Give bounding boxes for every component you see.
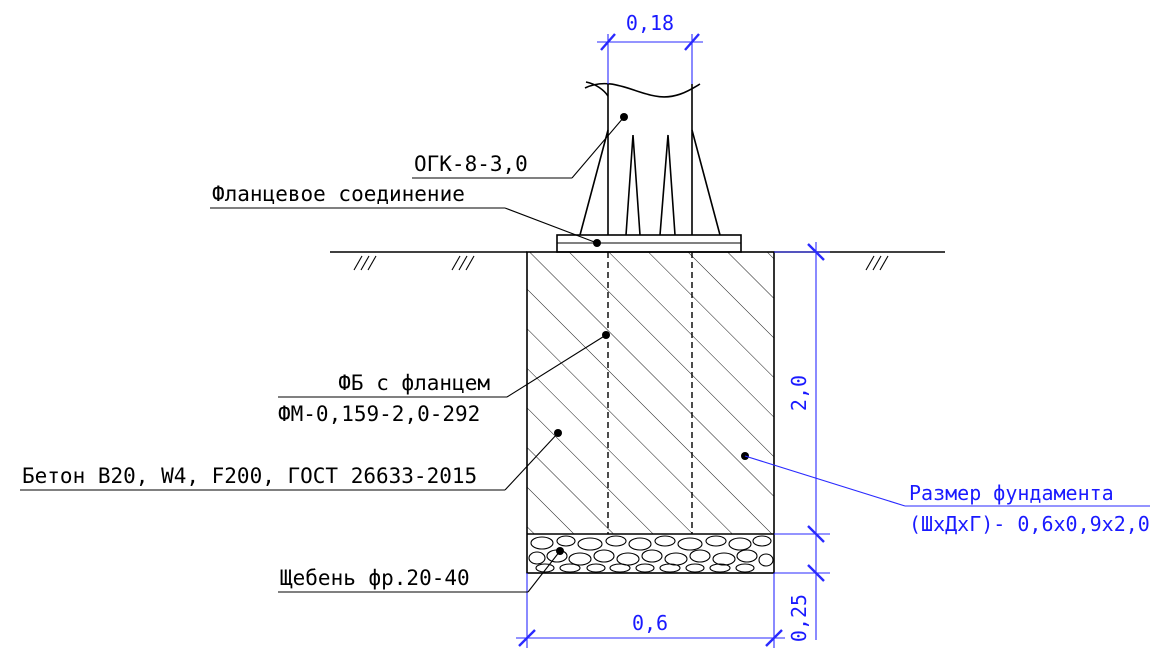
label-foundation-size-line1: Размер фундамента xyxy=(909,481,1114,505)
dim-pole-width xyxy=(597,33,703,84)
leader-concrete xyxy=(20,429,562,491)
foundation-block xyxy=(526,251,775,574)
dim-gravel-label: 0,25 xyxy=(787,594,811,642)
gravel-layer xyxy=(528,535,774,573)
ground-hatch-right xyxy=(865,255,889,271)
dim-depth-label: 2,0 xyxy=(787,375,811,411)
dim-width-label: 0,6 xyxy=(632,611,668,635)
leader-pole xyxy=(412,113,628,179)
label-flange-joint: Фланцевое соединение xyxy=(212,182,465,206)
flange-plate xyxy=(556,234,742,253)
dim-pole-width-label: 0,18 xyxy=(626,11,674,35)
pole xyxy=(579,81,721,236)
label-pole: ОГК-8-3,0 xyxy=(414,152,528,176)
ground-hatch-left xyxy=(353,255,377,271)
label-gravel: Щебень фр.20-40 xyxy=(280,566,470,590)
ground-hatch-mid xyxy=(451,255,475,271)
leader-gravel xyxy=(278,547,564,593)
leader-foundation-size xyxy=(741,452,1150,507)
leader-flange xyxy=(210,207,601,247)
label-concrete: Бетон В20, W4, F200, ГОСТ 26633-2015 xyxy=(22,464,477,488)
leader-pile xyxy=(278,331,610,398)
label-pile-line2: ФМ-0,159-2,0-292 xyxy=(278,402,480,426)
label-pile-line1: ФБ с фланцем xyxy=(338,371,490,395)
dim-depth xyxy=(774,242,830,640)
dim-width xyxy=(516,573,785,648)
label-foundation-size-line2: (ШхДхГ)- 0,6х0,9х2,0 xyxy=(909,512,1150,536)
